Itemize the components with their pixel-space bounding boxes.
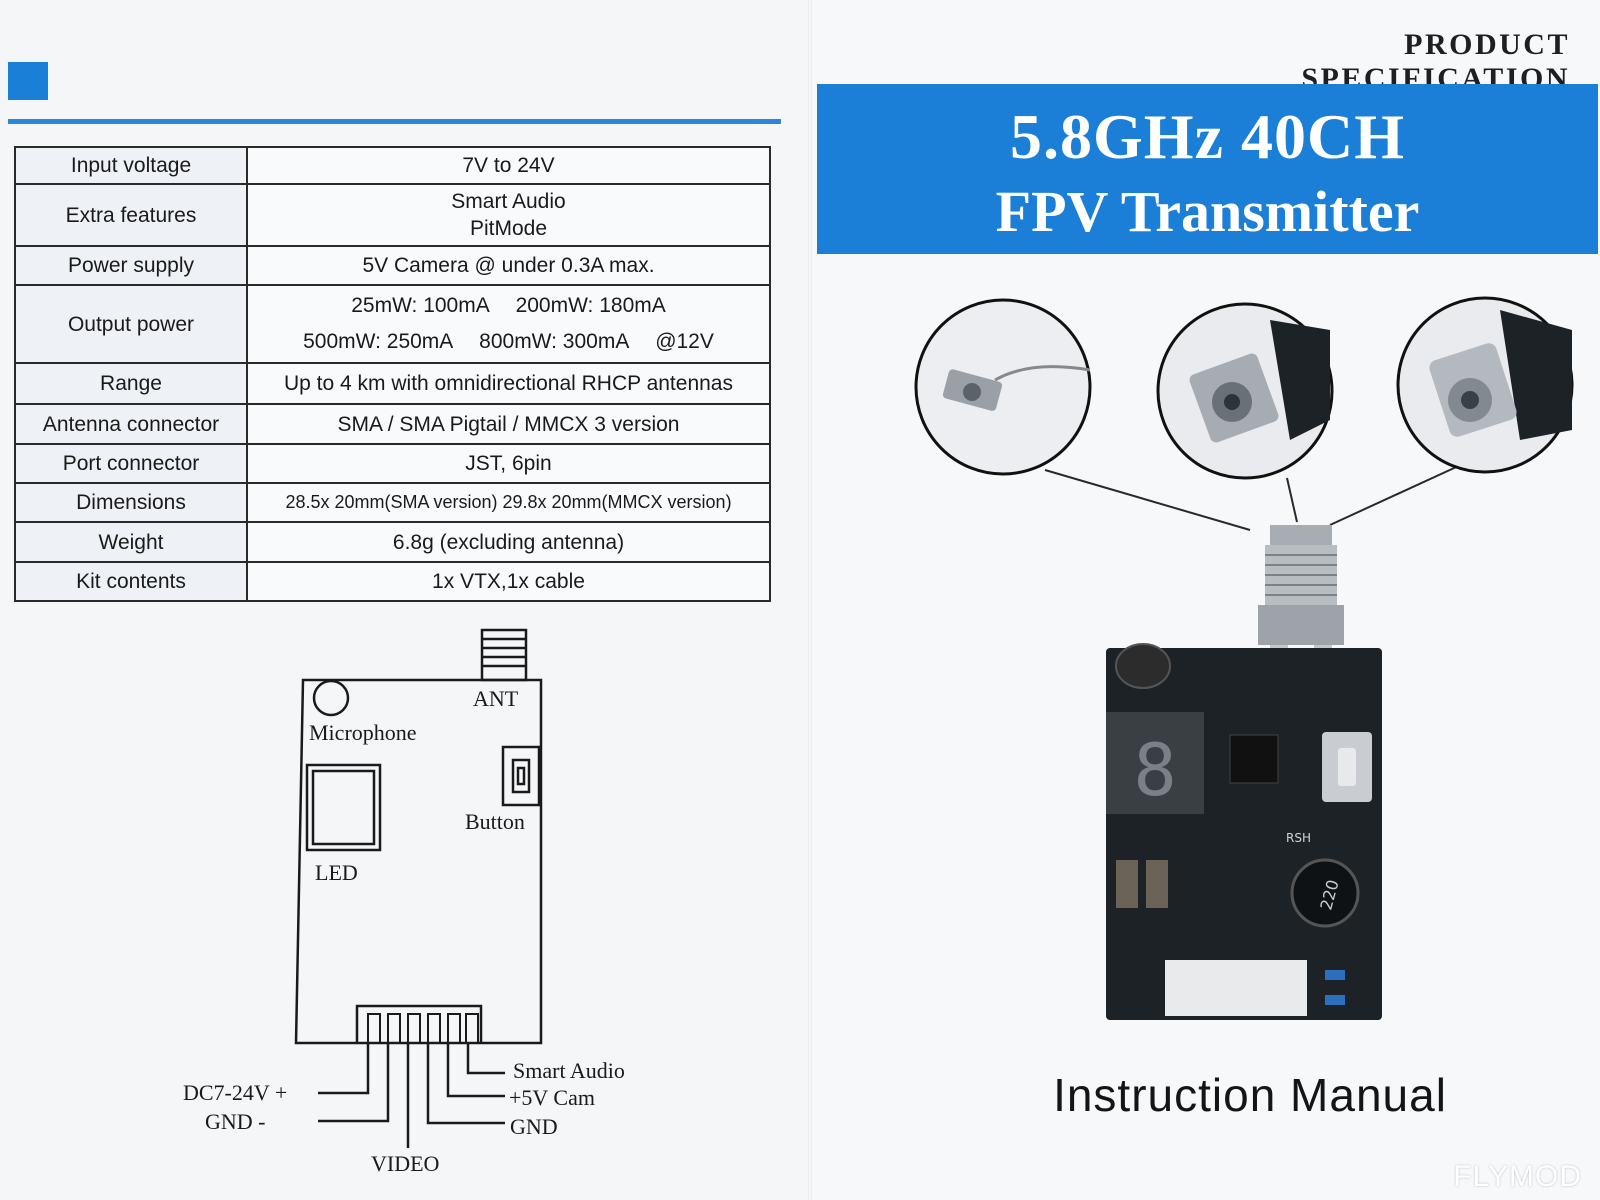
wire-cam <box>446 1043 505 1098</box>
table-row: Weight 6.8g (excluding antenna) <box>14 521 771 563</box>
chip <box>1229 734 1279 784</box>
microphone-symbol <box>312 679 350 717</box>
table-row: Power supply 5V Camera @ under 0.3A max. <box>14 245 771 286</box>
label-gnd-left: GND - <box>205 1109 266 1134</box>
wire-smart-audio <box>466 1043 505 1075</box>
label-smart-audio: Smart Audio <box>513 1058 625 1083</box>
segment-display <box>1106 712 1204 814</box>
table-row: Dimensions 28.5x 20mm(SMA version) 29.8x… <box>14 482 771 523</box>
row-value: 6.8g (excluding antenna) <box>246 521 771 563</box>
page-fold <box>808 0 812 1200</box>
table-row: Input voltage 7V to 24V <box>14 146 771 185</box>
row-label: Power supply <box>14 245 248 286</box>
table-row: Port connector JST, 6pin <box>14 443 771 484</box>
spec-table: Input voltage 7V to 24V Extra features S… <box>14 146 771 602</box>
table-row: Kit contents 1x VTX,1x cable <box>14 561 771 602</box>
wire-dc <box>318 1043 370 1095</box>
title-line2: FPV Transmitter <box>995 179 1420 244</box>
table-row: Extra features Smart Audio PitMode <box>14 183 771 247</box>
row-label: Weight <box>14 521 248 563</box>
row-label: Extra features <box>14 183 248 247</box>
row-label: Output power <box>14 284 248 364</box>
board-outline <box>294 678 543 1045</box>
title-line1: 5.8GHz 40CH <box>1010 101 1405 172</box>
value-line: Smart Audio <box>451 190 566 213</box>
product-illustration: 8 220 RSH <box>914 296 1574 1020</box>
row-value: SMA / SMA Pigtail / MMCX 3 version <box>246 403 771 445</box>
row-label: Range <box>14 362 248 405</box>
label-microphone: Microphone <box>309 720 417 745</box>
spec-title-line1: PRODUCT <box>1404 28 1570 61</box>
wire-gnd-right <box>426 1043 505 1125</box>
row-value: 25mW: 100mA 200mW: 180mA 500mW: 250mA 80… <box>246 284 771 364</box>
row-label: Port connector <box>14 443 248 484</box>
antenna-connector <box>480 628 528 682</box>
label-button: Button <box>465 809 525 834</box>
row-label: Input voltage <box>14 146 248 185</box>
table-row: Antenna connector SMA / SMA Pigtail / MM… <box>14 403 771 445</box>
row-value: 7V to 24V <box>246 146 771 185</box>
power-level: 25mW: 100mA <box>351 294 490 317</box>
power-level: 500mW: 250mA <box>303 330 454 353</box>
wiring-diagram: ANT Microphone Button LED DC7-24V + GND … <box>183 628 625 1176</box>
row-value: 5V Camera @ under 0.3A max. <box>246 245 771 286</box>
inductor-part <box>1290 858 1360 928</box>
label-dc: DC7-24V + <box>183 1080 287 1105</box>
row-label: Antenna connector <box>14 403 248 445</box>
wire-gnd-left <box>318 1043 390 1123</box>
label-video: VIDEO <box>371 1151 439 1176</box>
label-ant: ANT <box>473 686 519 711</box>
power-level: 800mW: 300mA <box>479 330 630 353</box>
power-voltage-note: @12V <box>655 330 714 353</box>
jst-socket-part <box>1165 960 1307 1016</box>
power-level: 200mW: 180mA <box>515 294 666 317</box>
row-label: Kit contents <box>14 561 248 602</box>
row-value: Smart Audio PitMode <box>246 183 771 247</box>
microphone-part <box>1115 643 1171 689</box>
value-line: PitMode <box>469 217 548 240</box>
jst-connector <box>355 1004 483 1043</box>
row-value: Up to 4 km with omnidirectional RHCP ant… <box>246 362 771 405</box>
pcb-board: 8 220 RSH <box>1106 643 1382 1020</box>
manual-subtitle: Instruction Manual <box>1053 1069 1447 1121</box>
row-label: Dimensions <box>14 482 248 523</box>
segment-digit: 8 <box>1133 728 1176 812</box>
pcb-mark: RSH <box>1286 831 1311 845</box>
table-row: Output power 25mW: 100mA 200mW: 180mA 50… <box>14 284 771 364</box>
led-symbol <box>305 763 382 852</box>
mmcx-variant <box>1156 302 1334 480</box>
row-value: 1x VTX,1x cable <box>246 561 771 602</box>
label-cam: +5V Cam <box>509 1085 595 1110</box>
button-symbol <box>501 745 541 807</box>
watermark: FLYMOD <box>1453 1160 1582 1193</box>
row-value: 28.5x 20mm(SMA version) 29.8x 20mm(MMCX … <box>246 482 771 523</box>
table-row: Range Up to 4 km with omnidirectional RH… <box>14 362 771 405</box>
sma-pigtail-variant <box>914 298 1092 476</box>
label-led: LED <box>315 860 358 885</box>
section-marker <box>8 62 48 100</box>
title-banner: 5.8GHz 40CH FPV Transmitter <box>817 84 1598 254</box>
row-value: JST, 6pin <box>246 443 771 484</box>
label-gnd-right: GND <box>510 1114 558 1139</box>
header-rule <box>8 119 781 124</box>
sma-variant <box>1396 296 1574 474</box>
